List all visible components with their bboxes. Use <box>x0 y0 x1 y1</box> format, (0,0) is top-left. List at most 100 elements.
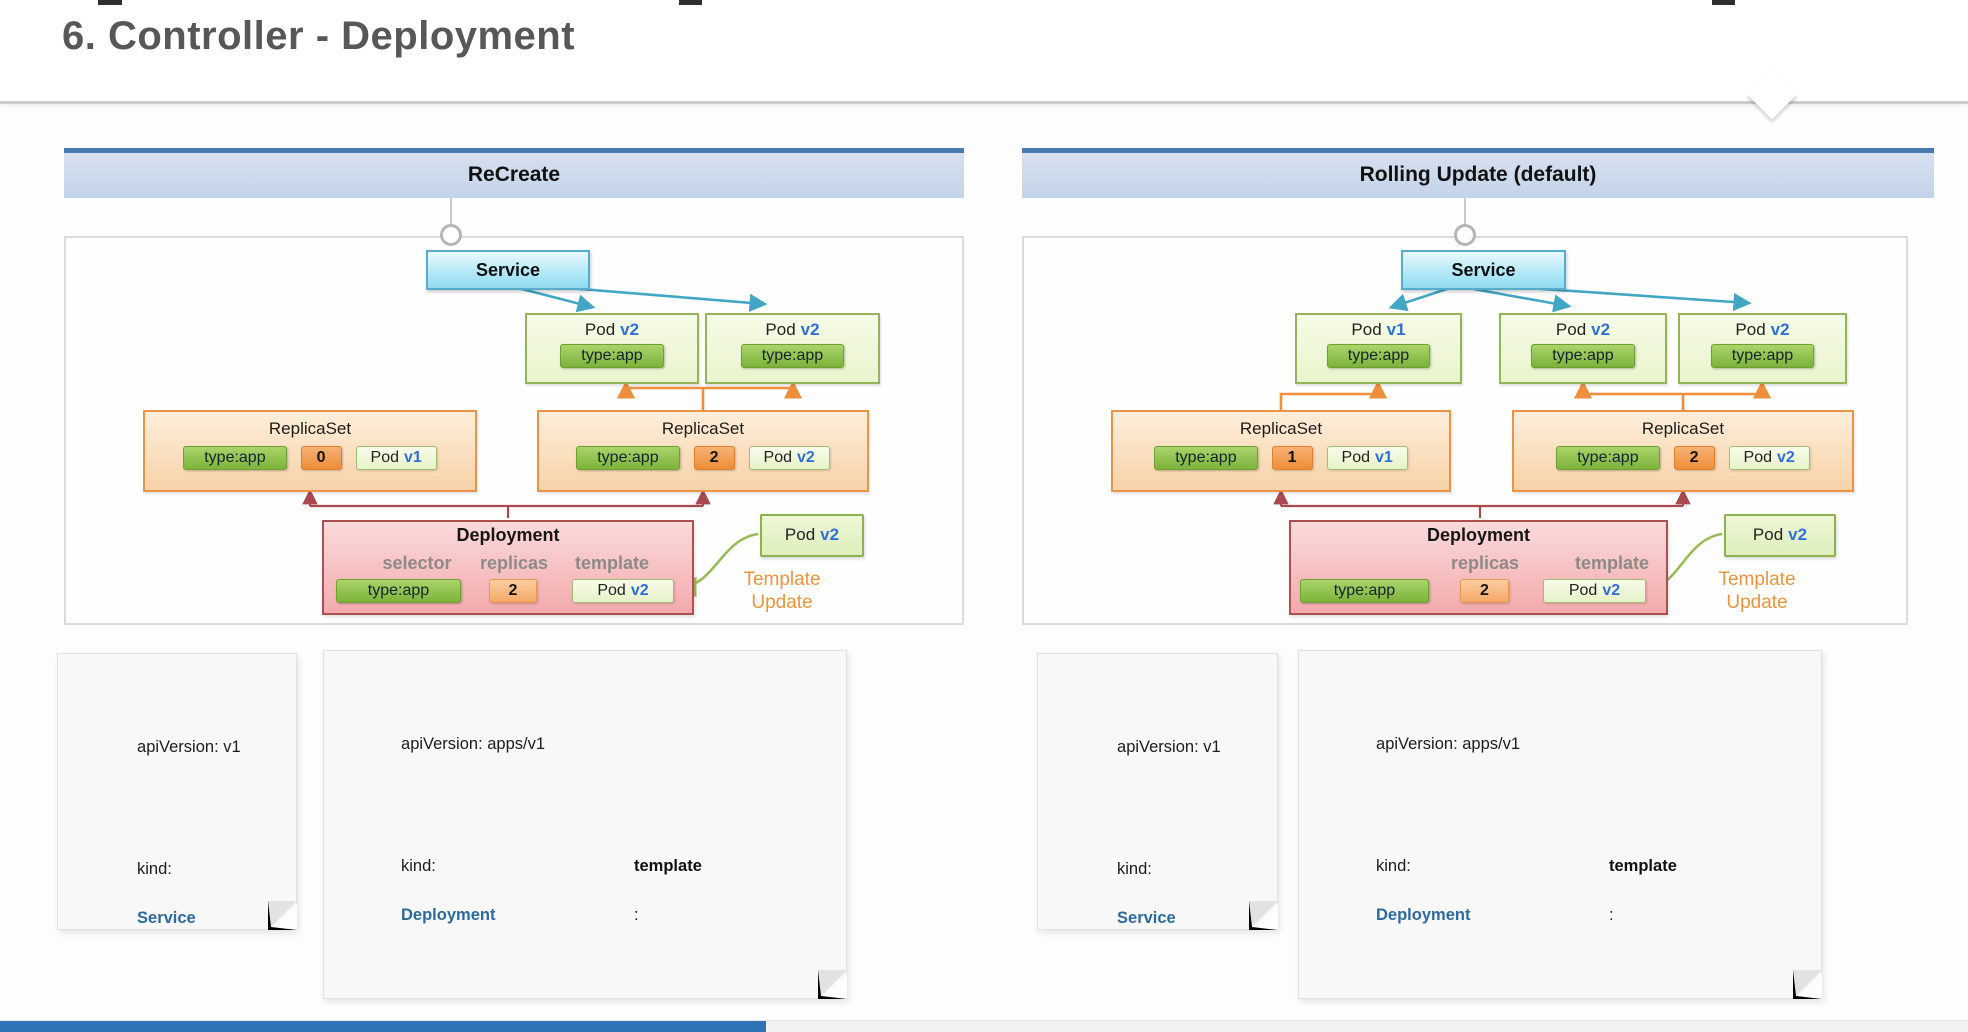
deployment-to-replicaset-arrows <box>1273 488 1691 518</box>
pod-name: Pod <box>1735 320 1766 339</box>
replica-count-badge: 1 <box>1271 446 1313 470</box>
yaml-line: apiVersion: v1 <box>82 661 283 784</box>
pod-name: Pod <box>763 449 792 466</box>
yaml-line: apiVersion: v1 <box>1062 661 1263 784</box>
yaml-code: template : metadata: labels: <box>1554 780 1799 1032</box>
yaml-line: apiVersion: apps/v1 <box>1321 658 1536 781</box>
pod-version: v2 <box>630 582 649 599</box>
rolling-update-arrows <box>1273 283 1772 598</box>
yaml-code: template : metadata: labels: <box>579 780 824 1032</box>
yaml-note-service-1: apiVersion: v1 kind: Service metadata: <box>57 653 297 1032</box>
yaml-line: template : <box>1554 780 1799 952</box>
pod-selector-badge: type:app <box>1531 344 1635 368</box>
pod-version: v2 <box>1591 320 1611 339</box>
yaml-note-deployment-1: apiVersion: apps/v1 kind: Deployment met… <box>323 650 847 1032</box>
recreate-header: ReCreate <box>64 148 964 198</box>
replicaset-to-pod-arrows <box>1279 380 1772 410</box>
pod-name: Pod <box>1743 449 1772 466</box>
bottom-accent-bar <box>0 1021 766 1032</box>
pod-selector-badge: type:app <box>1710 344 1815 368</box>
pod-name: Pod <box>1351 320 1382 339</box>
page-title: 6. Controller - Deployment <box>62 14 576 58</box>
connector-line <box>1464 198 1466 226</box>
connector-circle <box>440 224 462 246</box>
pod-name: Pod <box>1341 449 1370 466</box>
yaml-line: template : <box>579 780 824 952</box>
yaml-line: kind: Service <box>1062 784 1263 956</box>
pod-selector-badge: type:app <box>1326 344 1431 368</box>
yaml-token: : <box>634 905 639 924</box>
pod-selector-badge: type:app <box>740 344 845 368</box>
yaml-line: kind: Deployment <box>346 781 561 953</box>
recreate-header-label: ReCreate <box>467 163 561 186</box>
deployment-col-selector: selector <box>382 553 452 573</box>
deployment-box: Deployment replicas template type:app 2 … <box>1289 520 1668 615</box>
deployment-title: Deployment <box>456 525 560 545</box>
selector-badge: type:app <box>336 579 461 603</box>
yaml-code: apiVersion: apps/v1 kind: Deployment met… <box>346 658 561 1032</box>
top-edge-mark <box>98 0 122 5</box>
deployment-title: Deployment <box>1426 525 1531 545</box>
service-box: Service <box>426 250 590 290</box>
pod-version: v1 <box>1374 449 1393 466</box>
yaml-code: apiVersion: apps/v1 kind: Deployment met… <box>1321 658 1536 1032</box>
service-box: Service <box>1401 250 1566 290</box>
replica-count-badge: 2 <box>489 579 537 603</box>
replica-count-badge: 2 <box>1673 446 1715 470</box>
yaml-token: kind: <box>401 857 441 875</box>
yaml-token: Deployment <box>1376 906 1471 924</box>
pod-selector-badge: type:app <box>560 344 664 368</box>
connector-line <box>450 198 452 226</box>
yaml-line: kind: Service <box>82 784 283 956</box>
yaml-token: Service <box>137 909 196 927</box>
deployment-to-replicaset-arrows <box>302 488 711 518</box>
template-update-line: Update <box>751 592 813 613</box>
pod-name: Pod <box>1752 525 1784 544</box>
pod-name: Pod <box>370 449 399 466</box>
yaml-token: apiVersion: v1 <box>1117 737 1221 756</box>
template-update-label: Template Update <box>712 568 852 614</box>
replicaset-to-pod-arrows <box>616 380 803 410</box>
yaml-line: kind: Deployment <box>1321 781 1536 953</box>
yaml-note-service-2: apiVersion: v1 kind: Service metadata: <box>1037 653 1278 1032</box>
selector-badge: type:app <box>1300 579 1429 603</box>
deployment-col-replicas: replicas <box>1450 553 1520 573</box>
yaml-token: template <box>1609 856 1677 875</box>
yaml-token: kind: <box>1376 857 1416 875</box>
top-edge-mark <box>679 0 702 5</box>
deployment-col-replicas: replicas <box>479 553 549 573</box>
pod-version: v1 <box>403 449 422 466</box>
template-update-line: Update <box>1726 592 1788 613</box>
deployment-col-template: template <box>574 553 650 573</box>
yaml-code: apiVersion: v1 kind: Service metadata: <box>1062 661 1263 1032</box>
pod-version: v2 <box>800 320 820 339</box>
service-label: Service <box>1451 260 1516 280</box>
selector-badge: type:app <box>1154 446 1258 470</box>
replicaset-title: ReplicaSet <box>661 419 745 438</box>
selector-badge: type:app <box>576 446 680 470</box>
yaml-token: : <box>1609 905 1614 924</box>
top-edge-mark <box>1712 0 1735 5</box>
pod-version: v2 <box>796 449 815 466</box>
title-band: 6. Controller - Deployment <box>0 0 1968 101</box>
template-update-line: Template <box>743 569 821 590</box>
selector-badge: type:app <box>1556 446 1660 470</box>
yaml-note-deployment-2: apiVersion: apps/v1 kind: Deployment met… <box>1298 650 1822 1032</box>
